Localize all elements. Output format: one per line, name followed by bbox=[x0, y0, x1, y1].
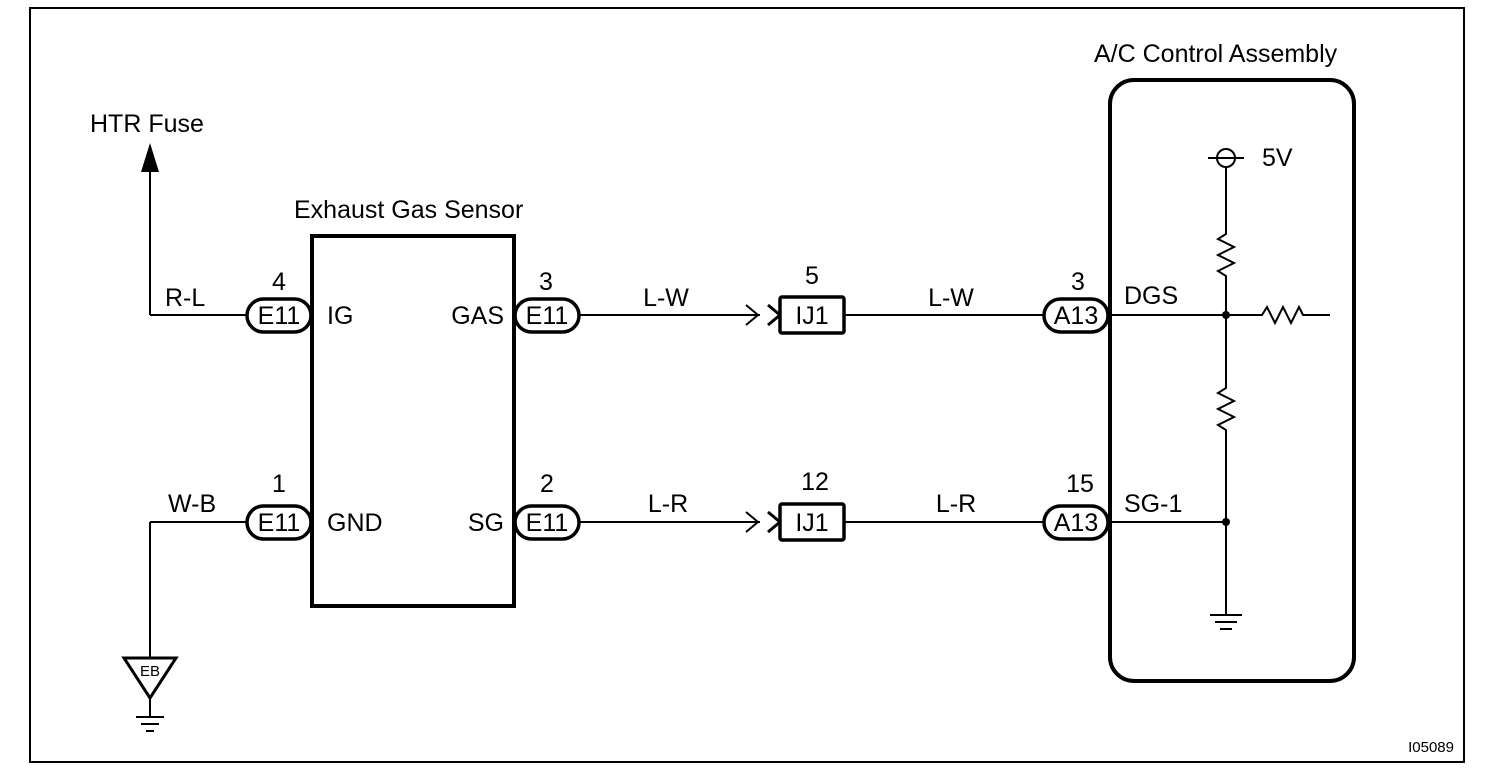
connector-a13-dgs: A13 3 bbox=[1042, 268, 1110, 334]
connector-code: E11 bbox=[526, 302, 569, 330]
connector-a13-sg1: A13 15 bbox=[1042, 470, 1110, 541]
ac-control-assembly-box bbox=[1108, 78, 1356, 683]
divider-resistor bbox=[1215, 315, 1237, 522]
sensor-title: Exhaust Gas Sensor bbox=[294, 196, 523, 224]
connector-code: A13 bbox=[1054, 302, 1098, 330]
ground-icon-left bbox=[136, 716, 164, 732]
connector-pin: 4 bbox=[272, 268, 286, 296]
sg-wire-color-2: L-R bbox=[936, 490, 976, 518]
ac-terminal-sg1: SG-1 bbox=[1124, 490, 1182, 518]
connector-pin: 1 bbox=[272, 470, 286, 498]
voltage-label: 5V bbox=[1262, 144, 1293, 172]
connector-code: A13 bbox=[1054, 509, 1098, 537]
diagram-frame bbox=[29, 7, 1465, 763]
connector-e11-ig: E11 4 bbox=[245, 268, 313, 334]
connector-pin: 2 bbox=[540, 470, 554, 498]
htr-fuse-arrow bbox=[141, 143, 159, 315]
figure-code: I05089 bbox=[1408, 739, 1454, 756]
htr-fuse-label: HTR Fuse bbox=[90, 110, 204, 138]
ac-assembly-title: A/C Control Assembly bbox=[1094, 40, 1338, 68]
connector-pin: 3 bbox=[1071, 268, 1085, 296]
ac-terminal-dgs: DGS bbox=[1124, 282, 1178, 310]
ground-point-eb: EB bbox=[121, 656, 179, 716]
gas-wire-color-1: L-W bbox=[643, 284, 689, 312]
junction-ij1-sg: IJ1 12 bbox=[778, 468, 846, 542]
junction-ij1-gas: IJ1 5 bbox=[778, 262, 846, 335]
ground-icon-right bbox=[1210, 614, 1242, 630]
exhaust-gas-sensor-box bbox=[310, 234, 516, 608]
sensor-terminal-ig: IG bbox=[327, 302, 353, 330]
connector-code: E11 bbox=[258, 302, 301, 330]
junction-code: IJ1 bbox=[795, 509, 828, 537]
connector-e11-gas: E11 3 bbox=[513, 268, 581, 334]
ground-point-label: EB bbox=[140, 663, 160, 680]
sensor-terminal-sg: SG bbox=[468, 509, 504, 537]
junction-pin: 5 bbox=[805, 262, 819, 290]
junction-pin: 12 bbox=[801, 468, 829, 496]
pull-up-resistor bbox=[1215, 167, 1237, 315]
sensor-terminal-gas: GAS bbox=[451, 302, 504, 330]
connector-e11-gnd: E11 1 bbox=[245, 470, 313, 541]
junction-code: IJ1 bbox=[795, 302, 828, 330]
sg-wire-color-1: L-R bbox=[648, 490, 688, 518]
connector-pin: 3 bbox=[539, 268, 553, 296]
connector-code: E11 bbox=[258, 509, 301, 537]
junction-dot-dgs bbox=[1222, 311, 1230, 319]
gnd-wire-color: W-B bbox=[168, 490, 216, 518]
connector-code: E11 bbox=[526, 509, 569, 537]
sensor-terminal-gnd: GND bbox=[327, 509, 383, 537]
connector-e11-sg: E11 2 bbox=[513, 470, 581, 541]
connector-pin: 15 bbox=[1066, 470, 1094, 498]
gas-wire-color-2: L-W bbox=[928, 284, 974, 312]
ig-wire-color: R-L bbox=[165, 284, 205, 312]
input-resistor bbox=[1226, 304, 1330, 326]
